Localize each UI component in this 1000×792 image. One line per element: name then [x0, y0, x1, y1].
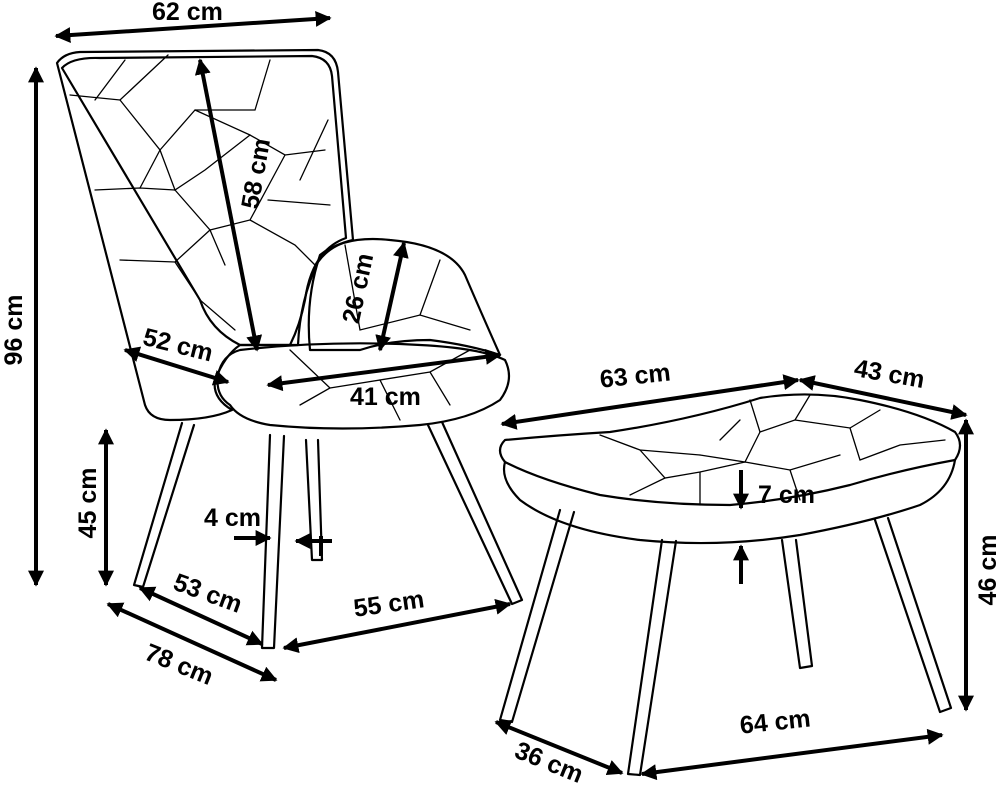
- backrest-height-line: [194, 58, 263, 352]
- leg-span-front-line: [282, 598, 512, 654]
- ottoman-leg-span-front-line: [640, 728, 944, 781]
- ottoman-depth-line: [798, 375, 968, 420]
- leg-thickness-label: 4 cm: [204, 504, 261, 532]
- seat-depth-label: 52 cm: [140, 323, 216, 367]
- seat-depth-line: [123, 346, 230, 386]
- ottoman-dimension-lines: [494, 374, 974, 781]
- chair-back-right-leg: [304, 438, 324, 562]
- ottoman-width-line: [500, 374, 800, 430]
- leg-span-side-label: 53 cm: [170, 568, 246, 619]
- chair-labels: 62 cm 96 cm 58 cm 26 cm 52 cm 41 cm 45 c…: [0, 0, 426, 691]
- armrest-height-label: 26 cm: [337, 251, 379, 326]
- ottoman-front-right-leg: [873, 516, 953, 714]
- ottoman-right-back-leg: [780, 538, 814, 670]
- chair-seat: [216, 342, 511, 430]
- ottoman-front-left-leg: [626, 538, 678, 777]
- armrest-height-line: [375, 241, 409, 352]
- ottoman-depth-label: 43 cm: [852, 354, 927, 394]
- seat-width-label: 41 cm: [350, 383, 421, 411]
- chair-depth-line: [106, 602, 278, 682]
- ottoman-illustration: [498, 393, 962, 777]
- ottoman-cushion-top: [498, 393, 962, 507]
- ottoman-leg-span-front-label: 64 cm: [738, 704, 811, 739]
- leg-span-front-label: 55 cm: [352, 585, 426, 623]
- chair-width-line: [54, 10, 332, 44]
- ottoman-leg-span-side-line: [494, 719, 624, 776]
- ottoman-left-back-leg: [498, 508, 576, 724]
- ottoman-width-label: 63 cm: [598, 358, 671, 393]
- chair-front-right-leg: [426, 420, 524, 606]
- chair-armrest: [307, 237, 502, 357]
- ottoman-cushion-side: [502, 458, 957, 545]
- ottoman-height-label: 46 cm: [974, 535, 1000, 606]
- chair-dimension-lines: [28, 10, 512, 682]
- seat-width-line: [266, 348, 502, 392]
- cushion-thickness-label: 7 cm: [758, 481, 815, 509]
- seat-height-label: 45 cm: [74, 468, 102, 539]
- chair-height-label: 96 cm: [0, 295, 28, 366]
- chair-front-left-leg: [260, 433, 286, 650]
- chair-width-label: 62 cm: [152, 0, 223, 26]
- chair-back-left-leg: [132, 421, 196, 589]
